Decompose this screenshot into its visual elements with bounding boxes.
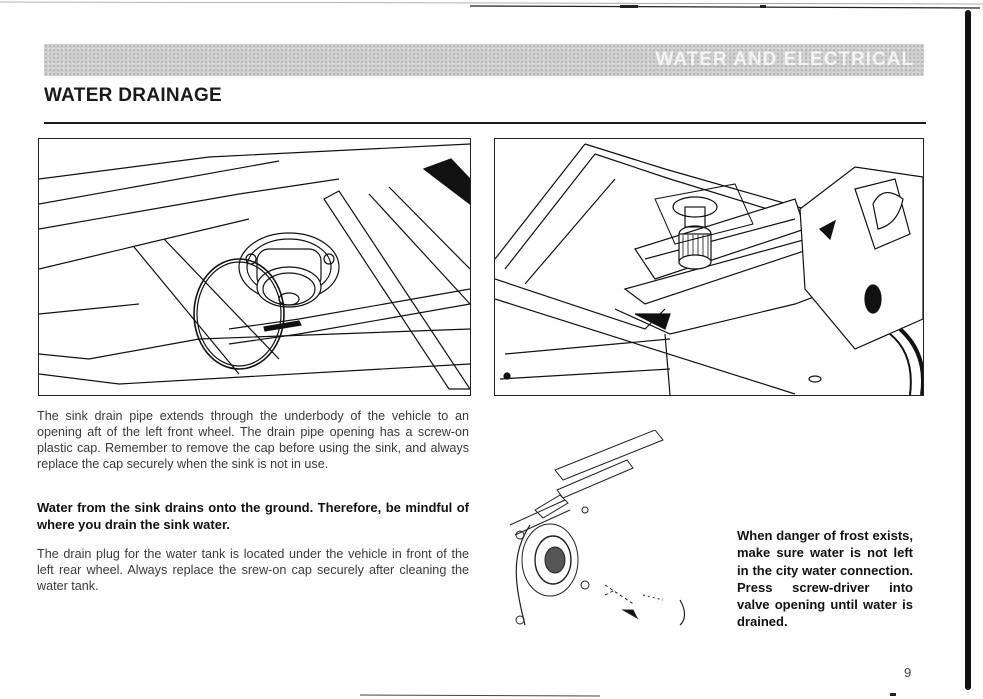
page-title: WATER DRAINAGE (44, 85, 223, 106)
page-binding-edge (965, 10, 971, 690)
sink-drain-paragraph: The sink drain pipe extends through the … (37, 409, 469, 471)
section-banner: Water and Electrical (44, 44, 924, 76)
page-number: 9 (904, 665, 912, 680)
water-tank-drain-plug-illustration (494, 138, 924, 396)
title-rule (44, 122, 926, 124)
section-banner-label: Water and Electrical (655, 49, 914, 70)
sink-drain-warning: Water from the sink drains onto the grou… (37, 500, 469, 532)
city-water-valve-illustration (495, 430, 715, 635)
scan-top-edge (0, 1, 983, 9)
sink-drain-cap-illustration (38, 138, 471, 396)
frost-warning-note: When danger of frost exists, make sure w… (737, 528, 913, 630)
tank-drain-paragraph: The drain plug for the water tank is loc… (37, 547, 469, 593)
scan-bottom-edge (359, 693, 896, 697)
